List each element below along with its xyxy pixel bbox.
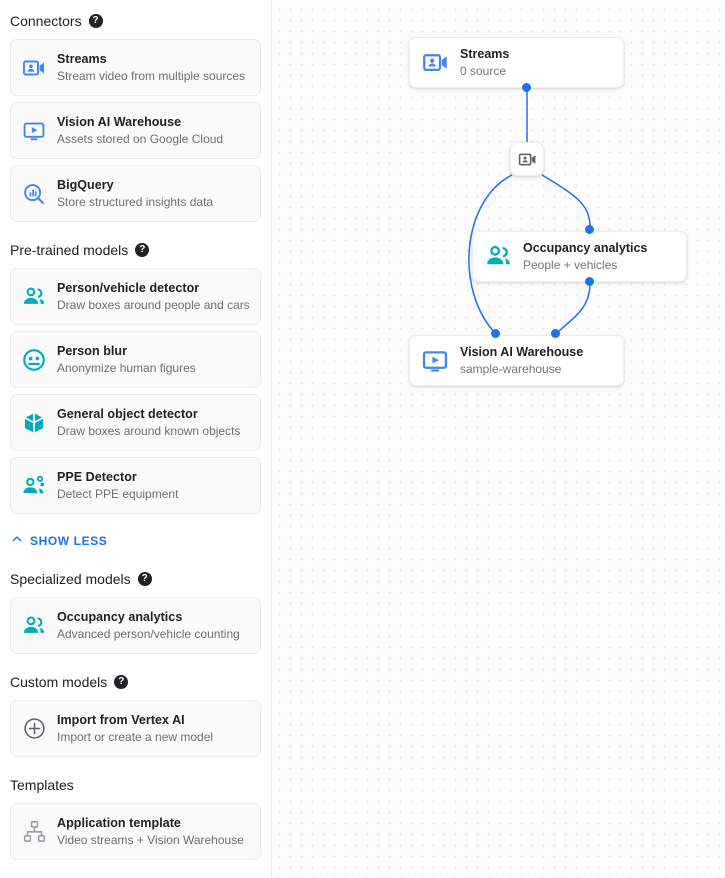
show-less-label: SHOW LESS <box>30 533 108 548</box>
video-camera-person-icon <box>11 56 57 80</box>
palette-card-subtitle: Store structured insights data <box>57 195 214 209</box>
palette-card-title: Application template <box>57 816 181 830</box>
pipeline-graph-canvas[interactable]: Streams 0 source <box>272 0 725 878</box>
graph-node-title: Streams <box>460 47 510 61</box>
palette-card-title: General object detector <box>57 407 198 421</box>
palette-card-subtitle: Advanced person/vehicle counting <box>57 627 240 641</box>
account-tree-icon <box>11 819 57 844</box>
palette-card-text: BigQuery Store structured insights data <box>57 177 260 210</box>
help-icon[interactable]: ? <box>135 243 150 257</box>
graph-node-text: Vision AI Warehouse sample-warehouse <box>460 344 623 377</box>
person-blur-icon <box>11 347 57 373</box>
section-header-custom-models: Custom models ? <box>0 673 129 691</box>
palette-card-text: General object detector Draw boxes aroun… <box>57 406 260 439</box>
palette-card-title: Import from Vertex AI <box>57 713 185 727</box>
palette-card-subtitle: Detect PPE equipment <box>57 487 179 501</box>
chevron-up-icon <box>10 532 24 549</box>
palette-card-bigquery[interactable]: BigQuery Store structured insights data <box>10 165 261 222</box>
graph-node-text: Streams 0 source <box>460 46 623 79</box>
ppe-detector-icon <box>11 473 57 499</box>
palette-card-subtitle: Video streams + Vision Warehouse <box>57 833 244 847</box>
palette-card-text: Vision AI Warehouse Assets stored on Goo… <box>57 114 260 147</box>
help-icon[interactable]: ? <box>88 14 103 28</box>
palette-card-person-vehicle-detector[interactable]: Person/vehicle detector Draw boxes aroun… <box>10 268 261 325</box>
palette-card-title: Person blur <box>57 344 128 358</box>
section-title-pre-trained-models: Pre-trained models <box>10 242 129 258</box>
palette-card-ppe-detector[interactable]: PPE Detector Detect PPE equipment <box>10 457 261 514</box>
palette-card-title: BigQuery <box>57 178 114 192</box>
component-palette-sidebar: Connectors ? Streams Stream video from m… <box>0 0 272 878</box>
palette-card-import-from-vertex-ai[interactable]: Import from Vertex AI Import or create a… <box>10 700 261 757</box>
section-title-custom-models: Custom models <box>10 674 108 690</box>
palette-card-subtitle: Draw boxes around people and cars <box>57 298 250 312</box>
graph-node-title: Occupancy analytics <box>523 241 648 255</box>
graph-node-subtitle: sample-warehouse <box>460 362 562 376</box>
graph-edges <box>468 87 591 335</box>
port-occupancy-input[interactable] <box>585 225 594 234</box>
palette-card-text: PPE Detector Detect PPE equipment <box>57 469 260 502</box>
palette-card-subtitle: Import or create a new model <box>57 730 214 744</box>
port-streams-output[interactable] <box>522 83 531 92</box>
graph-node-title: Vision AI Warehouse <box>460 345 584 359</box>
palette-card-subtitle: Assets stored on Google Cloud <box>57 132 224 146</box>
person-vehicle-icon <box>11 284 57 310</box>
port-warehouse-input-left[interactable] <box>491 329 500 338</box>
port-warehouse-input-right[interactable] <box>551 329 560 338</box>
palette-card-subtitle: Draw boxes around known objects <box>57 424 241 438</box>
palette-card-text: Person/vehicle detector Draw boxes aroun… <box>57 280 260 313</box>
cube-object-icon <box>11 411 57 435</box>
palette-card-text: Occupancy analytics Advanced person/vehi… <box>57 609 260 642</box>
section-header-pre-trained-models: Pre-trained models ? <box>0 241 150 259</box>
graph-node-streams[interactable]: Streams 0 source <box>409 37 624 88</box>
palette-card-subtitle: Stream video from multiple sources <box>57 69 246 83</box>
section-header-specialized-models: Specialized models ? <box>0 570 152 588</box>
occupancy-people-icon <box>11 613 57 639</box>
graph-node-occupancy-analytics[interactable]: Occupancy analytics People + vehicles <box>472 231 687 282</box>
palette-card-application-template[interactable]: Application template Video streams + Vis… <box>10 803 261 860</box>
palette-card-text: Person blur Anonymize human figures <box>57 343 260 376</box>
palette-card-vision-ai-warehouse[interactable]: Vision AI Warehouse Assets stored on Goo… <box>10 102 261 159</box>
plus-circle-icon <box>11 716 57 741</box>
graph-node-vision-ai-warehouse[interactable]: Vision AI Warehouse sample-warehouse <box>409 335 624 386</box>
port-occupancy-output[interactable] <box>585 277 594 286</box>
graph-node-subtitle: People + vehicles <box>523 258 618 272</box>
palette-card-occupancy-analytics[interactable]: Occupancy analytics Advanced person/vehi… <box>10 597 261 654</box>
palette-card-title: Vision AI Warehouse <box>57 115 182 129</box>
section-title-templates: Templates <box>10 777 74 793</box>
section-header-connectors: Connectors ? <box>0 12 103 30</box>
monitor-play-icon <box>11 119 57 143</box>
video-camera-person-icon <box>410 49 460 76</box>
section-header-templates: Templates <box>0 776 74 794</box>
section-title-connectors: Connectors <box>10 13 82 29</box>
palette-card-text: Application template Video streams + Vis… <box>57 815 260 848</box>
help-icon[interactable]: ? <box>114 675 129 689</box>
palette-card-person-blur[interactable]: Person blur Anonymize human figures <box>10 331 261 388</box>
palette-card-title: Person/vehicle detector <box>57 281 200 295</box>
palette-card-text: Import from Vertex AI Import or create a… <box>57 712 260 745</box>
show-less-toggle[interactable]: SHOW LESS <box>10 532 107 549</box>
graph-badge-stream-source[interactable] <box>510 142 544 176</box>
graph-node-subtitle: 0 source <box>460 64 507 78</box>
monitor-play-icon <box>410 347 460 375</box>
palette-card-title: Occupancy analytics <box>57 610 183 624</box>
section-title-specialized-models: Specialized models <box>10 571 131 587</box>
palette-card-title: PPE Detector <box>57 470 137 484</box>
palette-card-subtitle: Anonymize human figures <box>57 361 196 375</box>
palette-card-title: Streams <box>57 52 107 66</box>
palette-card-general-object-detector[interactable]: General object detector Draw boxes aroun… <box>10 394 261 451</box>
graph-node-text: Occupancy analytics People + vehicles <box>523 240 686 273</box>
help-icon[interactable]: ? <box>137 572 152 586</box>
bigquery-magnifier-icon <box>11 182 57 206</box>
palette-card-text: Streams Stream video from multiple sourc… <box>57 51 260 84</box>
occupancy-people-icon <box>473 242 523 271</box>
palette-card-streams[interactable]: Streams Stream video from multiple sourc… <box>10 39 261 96</box>
